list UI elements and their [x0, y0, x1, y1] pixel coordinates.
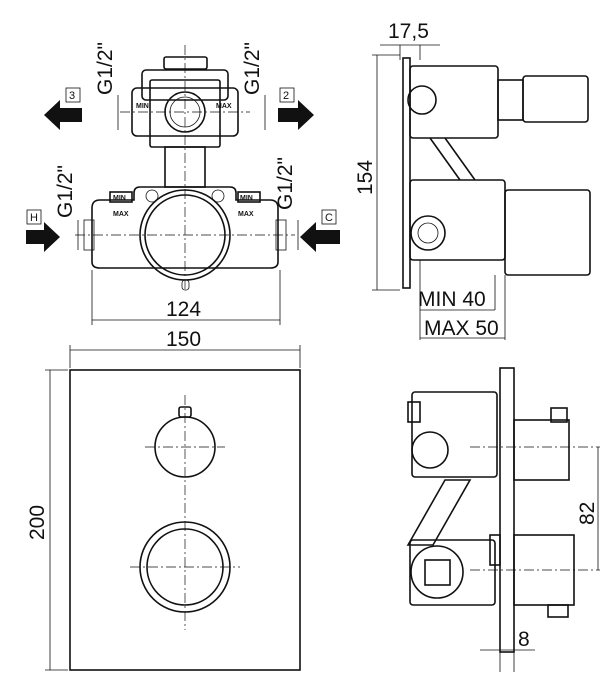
valve-side-view: 17,5 154 MIN 40 MAX 50	[354, 20, 591, 340]
min-marking: MIN	[136, 103, 149, 110]
width-dimension-124: 124	[166, 298, 201, 321]
thread-label-2: G1/2"	[241, 42, 264, 95]
min-marking-left: MIN	[113, 195, 126, 202]
thickness-dimension-8: 8	[518, 628, 530, 651]
max-marking-right: MAX	[238, 211, 254, 218]
port-3-arrow-icon: 3	[44, 87, 82, 130]
port-2-label: 2	[283, 90, 289, 102]
plate-side-view: 82 8	[406, 367, 600, 672]
spacing-dimension-82: 82	[576, 502, 599, 525]
max-marking-left: MAX	[113, 211, 129, 218]
min-depth-label: MIN 40	[418, 288, 486, 311]
min-marking-right: MIN	[240, 195, 253, 202]
width-dimension-150: 150	[166, 328, 201, 351]
max-marking: MAX	[216, 103, 232, 110]
max-depth-label: MAX 50	[424, 317, 499, 340]
port-h-label: H	[30, 212, 38, 224]
front-plate-view: 150 200	[26, 328, 301, 671]
thread-label-h: G1/2"	[54, 165, 77, 218]
port-h-arrow-icon: H	[26, 209, 60, 252]
port-c-label: C	[325, 212, 333, 224]
height-dimension-154: 154	[354, 160, 377, 195]
port-3-label: 3	[69, 90, 75, 102]
thread-label-c: G1/2"	[274, 157, 297, 210]
port-2-arrow-icon: 2	[278, 87, 314, 130]
height-dimension-200: 200	[26, 505, 49, 540]
valve-top-view: MIN MAX MIN MAX MIN MAX G1/2" G1/2" G1/2…	[26, 42, 340, 325]
offset-dimension: 17,5	[388, 20, 429, 43]
thread-label-3: G1/2"	[94, 42, 117, 95]
port-c-arrow-icon: C	[300, 209, 340, 252]
